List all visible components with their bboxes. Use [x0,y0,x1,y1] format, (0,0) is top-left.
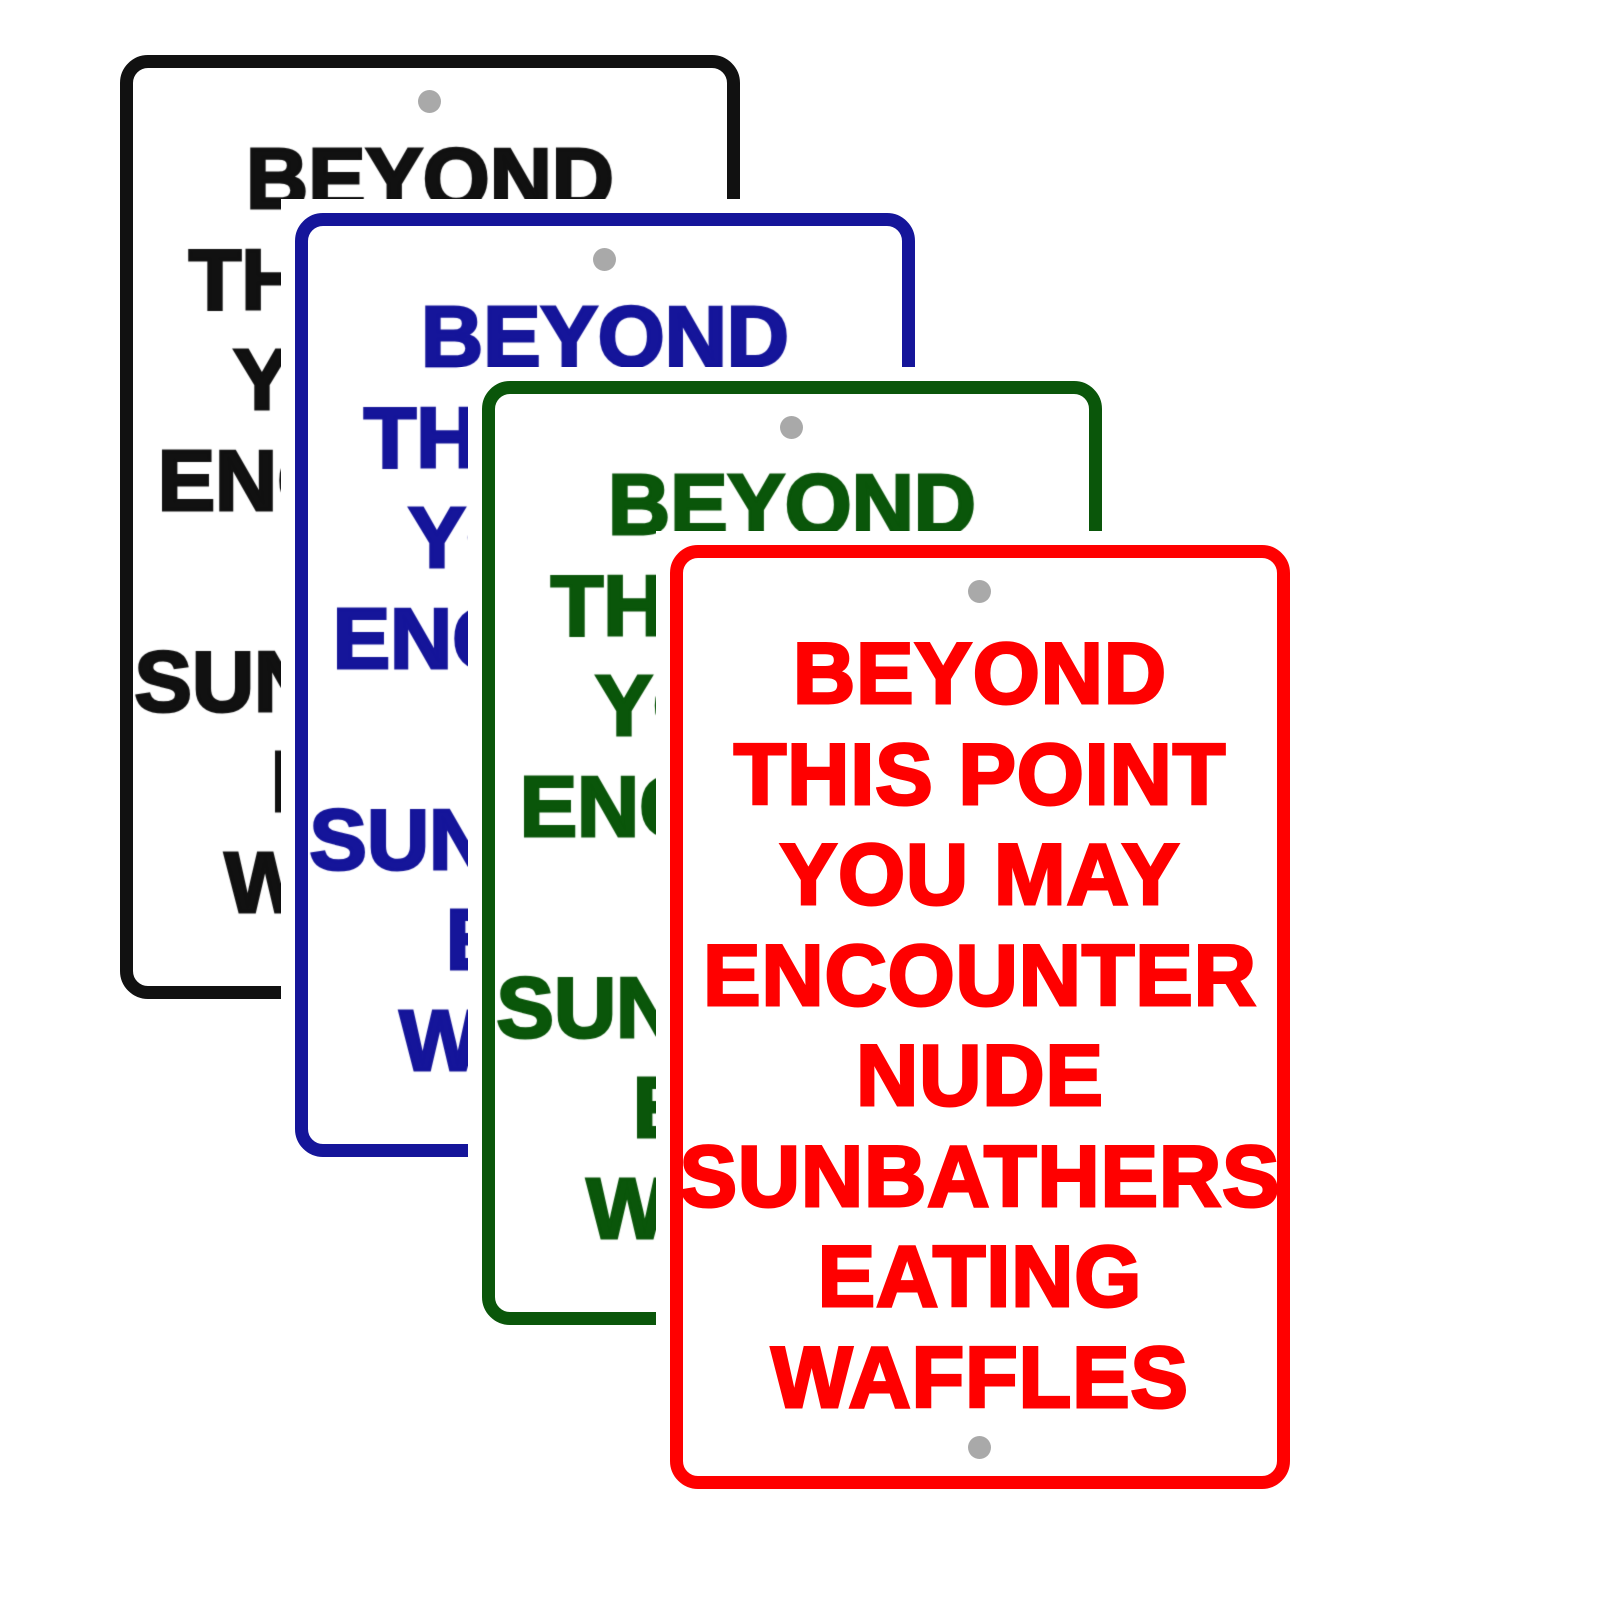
sign-line: YOU MAY [778,826,1181,925]
sign-line: THIS POINT [732,725,1227,824]
sign-line: WAFFLES [770,1328,1190,1427]
sign-line: BEYOND [792,625,1168,724]
sign-line: ENCOUNTER [702,926,1258,1025]
sign-line: NUDE [855,1027,1105,1126]
sign-line: SUNBATHERS [678,1127,1281,1226]
sign-line: EATING [816,1228,1143,1327]
mounting-hole-icon [968,1436,991,1459]
mounting-hole-icon [968,580,991,603]
